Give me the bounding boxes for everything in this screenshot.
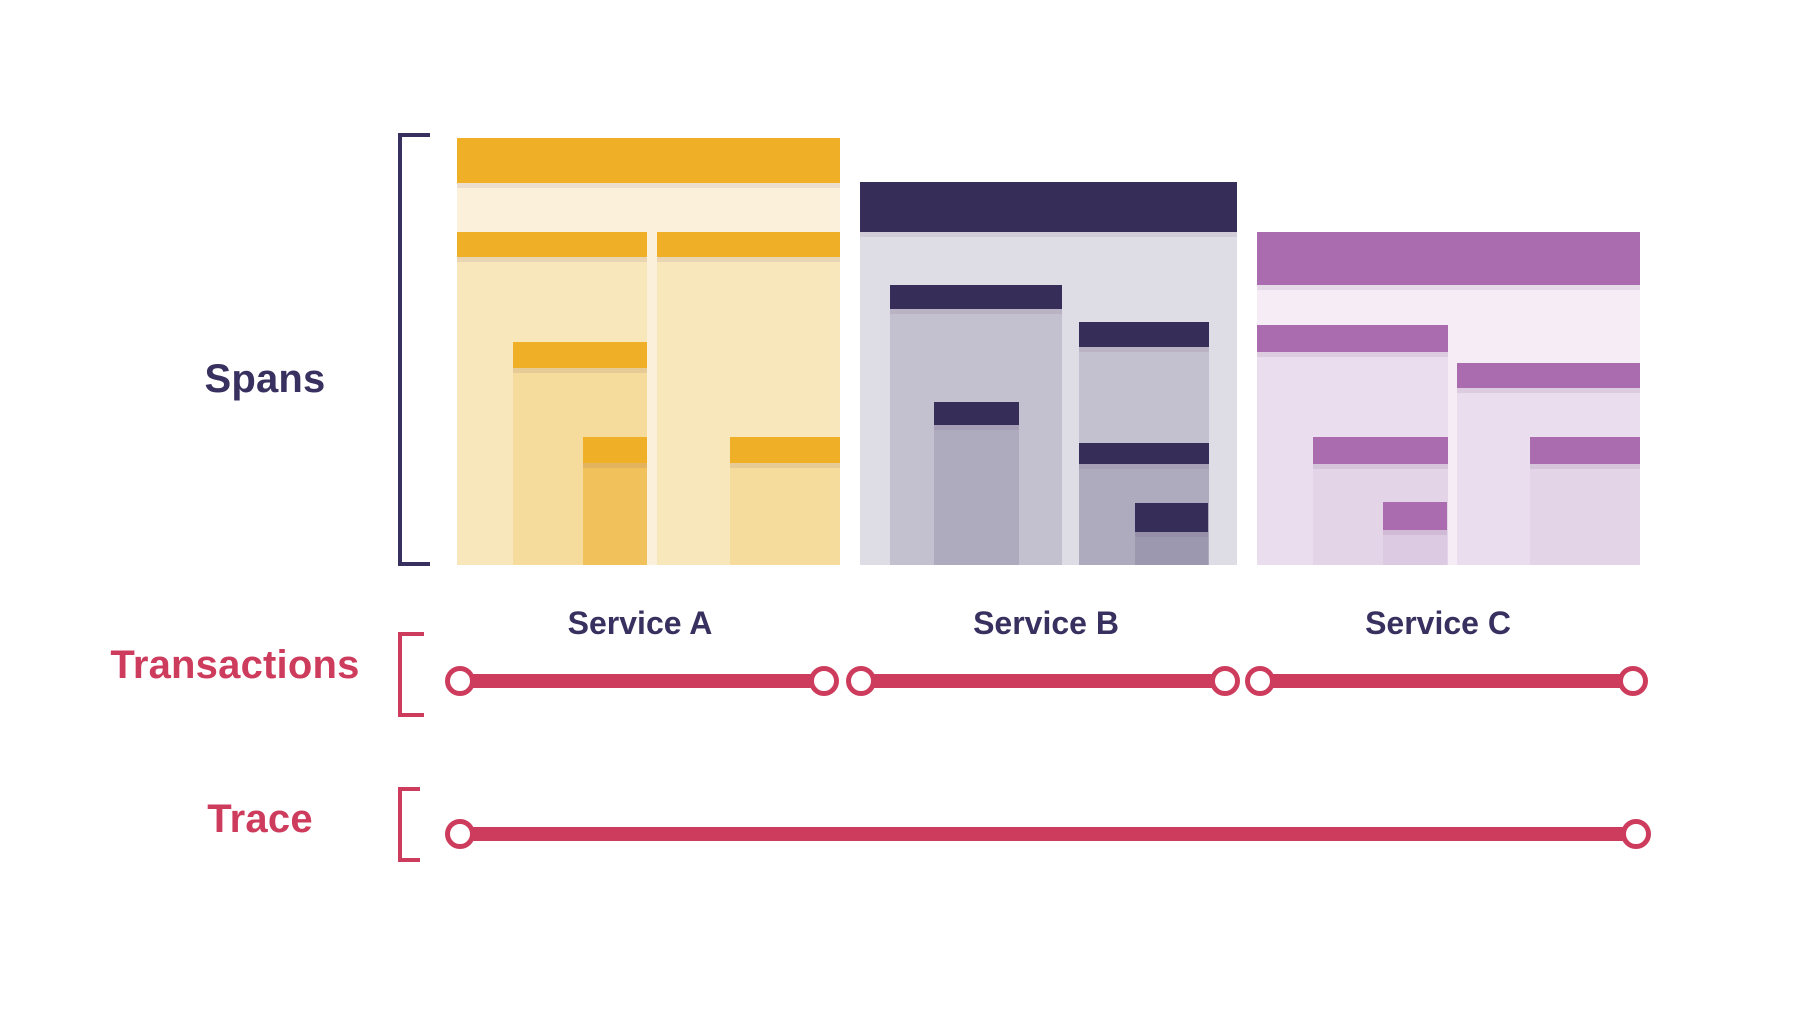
transaction-endpoint-circle (445, 666, 475, 696)
service-a-label: Service A (567, 605, 713, 641)
transaction-endpoint-circle (1210, 666, 1240, 696)
span-header-bar (1257, 232, 1640, 285)
span-header-bar (890, 285, 1062, 309)
transaction-line (460, 674, 824, 688)
trace-bracket (398, 787, 420, 862)
spans-label: Spans (204, 357, 326, 401)
trace-line (460, 827, 1636, 841)
span-body (934, 425, 1019, 565)
transactions-label: Transactions (110, 643, 360, 687)
span-body (583, 463, 647, 565)
transaction-line (1260, 674, 1633, 688)
transaction-endpoint-circle (1245, 666, 1275, 696)
span-header-bar (457, 138, 840, 183)
spans-bracket (398, 133, 430, 566)
span-header-bar (1383, 502, 1447, 530)
span-header-bar (1313, 437, 1448, 464)
span-header-bar (1457, 363, 1640, 388)
span-header-bar (1135, 503, 1208, 532)
span-header-bar (1257, 325, 1448, 352)
span-header-bar (1079, 322, 1209, 347)
span-header-bar (583, 437, 647, 463)
transaction-endpoint-circle (1618, 666, 1648, 696)
service-b-label: Service B (973, 605, 1119, 641)
span-body (1383, 530, 1447, 565)
span-header-bar (657, 232, 840, 257)
span-header-bar (513, 342, 647, 368)
span-header-bar (934, 402, 1019, 425)
span-body (1530, 464, 1640, 565)
span-header-bar (730, 437, 840, 463)
span-header-bar (1530, 437, 1640, 464)
transaction-endpoint-circle (846, 666, 876, 696)
transactions-bracket (398, 632, 424, 717)
span-body (1135, 532, 1208, 565)
trace-endpoint-circle (1621, 819, 1651, 849)
transaction-endpoint-circle (809, 666, 839, 696)
trace-label: Trace (207, 797, 313, 841)
trace-endpoint-circle (445, 819, 475, 849)
span-body (730, 463, 840, 565)
span-header-bar (457, 232, 647, 257)
transaction-line (861, 674, 1225, 688)
span-header-bar (860, 182, 1237, 232)
span-header-bar (1079, 443, 1209, 464)
service-c-label: Service C (1365, 605, 1511, 641)
